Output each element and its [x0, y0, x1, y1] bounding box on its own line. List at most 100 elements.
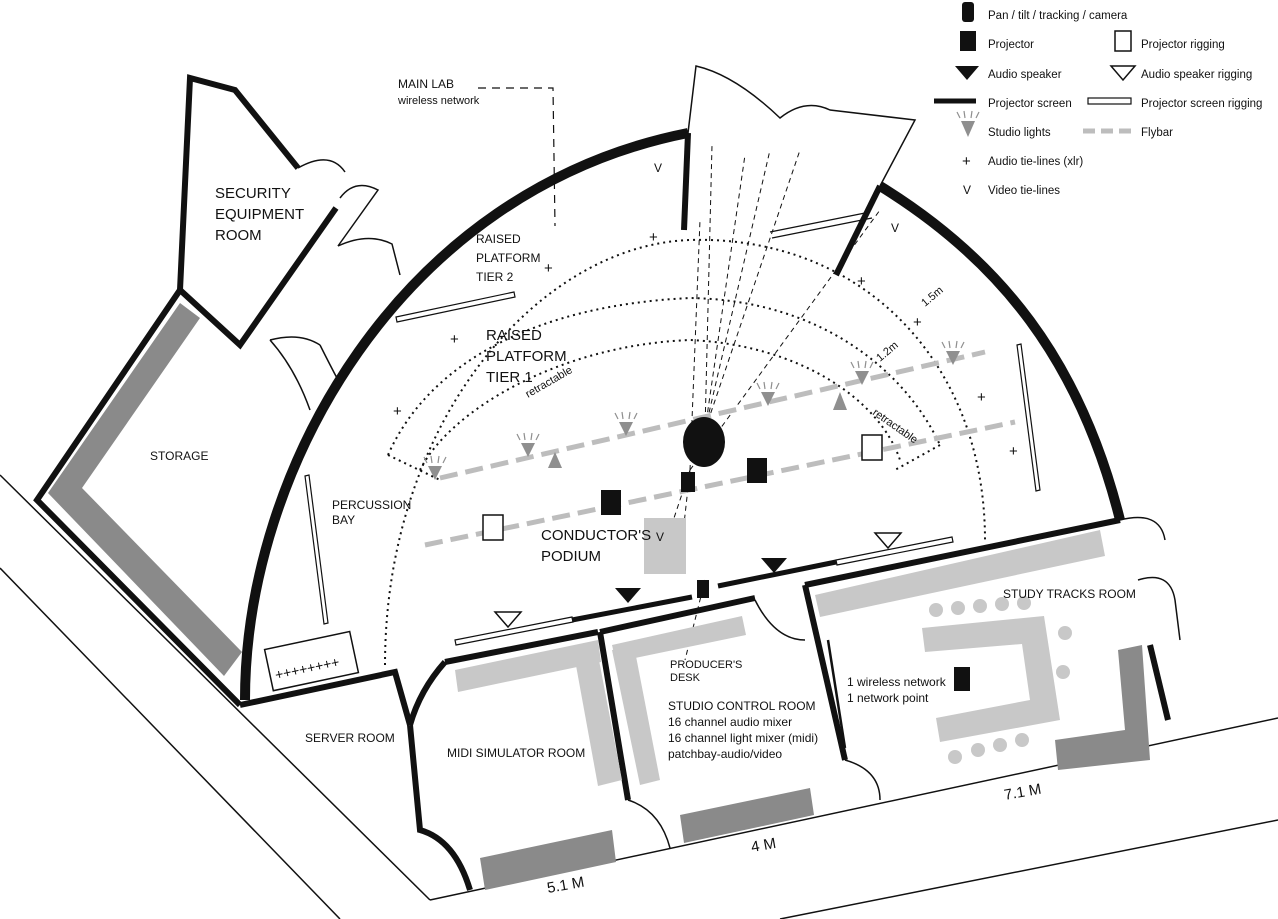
control-room-item-2: 16 channel light mixer (midi) — [668, 731, 818, 745]
audio-tieline-2: + — [544, 260, 553, 277]
projector-booth-small — [697, 580, 709, 598]
studio-light-3 — [614, 411, 638, 436]
legend-flybar-label: Flybar — [1141, 127, 1173, 139]
security-wall — [176, 74, 339, 350]
control-room-item-3: patchbay-audio/video — [668, 747, 782, 761]
study-chairs — [929, 596, 1072, 764]
percussion-label-2: BAY — [332, 513, 355, 527]
control-room-door — [627, 799, 671, 849]
legend-audio-tielines-label: Audio tie-lines (xlr) — [988, 156, 1083, 168]
projector-2 — [681, 472, 695, 492]
storage-outer-wall — [33, 288, 243, 708]
producer-label-2: DESK — [670, 672, 701, 684]
chair — [1017, 596, 1031, 610]
control-desk-side — [612, 646, 660, 785]
study-wall-rail — [826, 639, 847, 749]
projector-4 — [954, 667, 970, 691]
dome-wall-right — [877, 181, 1125, 522]
projector-3 — [747, 458, 767, 483]
tier2-label-1: RAISED — [476, 232, 521, 246]
audio-tieline-8: + — [1009, 443, 1018, 460]
legend-screen-rigging-label: Projector screen rigging — [1141, 98, 1262, 110]
control-bottom-shelf — [680, 788, 814, 843]
audio-tieline-7: + — [977, 389, 986, 406]
audio-tieline-3: + — [450, 331, 459, 348]
projector-rigging-2 — [861, 434, 883, 461]
studio-lights — [423, 340, 965, 480]
patch-panel — [263, 630, 360, 692]
legend-speaker-rigging-label: Audio speaker rigging — [1141, 69, 1252, 81]
distance-15m-label: 1.5m — [919, 284, 945, 309]
studio-light-6 — [941, 340, 965, 365]
legend-v-symbol: V — [963, 183, 971, 197]
legend-screen-rigging-icon — [1087, 97, 1132, 105]
flybars — [424, 349, 1016, 548]
studio-light-1 — [423, 455, 447, 480]
flybar-lower — [424, 419, 1016, 548]
percussion-label-1: PERCUSSION — [332, 498, 411, 512]
tier1-label-2: PLATFORM — [486, 348, 567, 365]
study-room-label: STUDY TRACKS ROOM — [1003, 587, 1136, 601]
chair — [1056, 665, 1070, 679]
server-room-wall — [239, 668, 413, 726]
study-network-1: 1 wireless network — [847, 675, 947, 689]
studio-light-8 — [833, 392, 847, 410]
midi-desk-side — [575, 655, 622, 786]
camera-pan-tilt — [683, 417, 725, 467]
projection-booth — [687, 65, 917, 239]
control-door-right — [754, 599, 806, 641]
midi-desk-top — [455, 640, 601, 692]
chair — [948, 750, 962, 764]
legend-plus-symbol: + — [962, 153, 971, 170]
tier1-label-1: RAISED — [486, 327, 542, 344]
midi-bottom-shelf — [480, 830, 616, 890]
tier1-inner — [387, 444, 941, 481]
distance-12m-label: 1.2m — [874, 339, 900, 364]
control-room-top-wall — [599, 595, 756, 635]
legend-video-tielines-label: Video tie-lines — [988, 185, 1060, 197]
furniture — [455, 530, 1150, 890]
screen-riggings — [304, 291, 1041, 625]
storage-room — [33, 288, 243, 708]
legend-speaker-label: Audio speaker — [988, 69, 1062, 81]
dome-center-post — [681, 132, 691, 231]
security-label-2: EQUIPMENT — [215, 206, 304, 223]
study-room-door — [844, 759, 881, 801]
speaker-rigging-1 — [493, 611, 523, 629]
studio-light-4 — [756, 381, 780, 406]
legend-speaker-icon — [955, 66, 979, 80]
main-lab-sub: wireless network — [397, 95, 480, 107]
legend-camera-icon — [962, 2, 974, 22]
chair — [973, 599, 987, 613]
screen-lower-left — [571, 594, 693, 623]
control-room-label: STUDIO CONTROL ROOM — [668, 699, 816, 713]
screen-rigging-right — [1016, 343, 1041, 492]
audio-tieline-4: + — [393, 403, 402, 420]
security-door-top — [297, 159, 380, 247]
chair — [993, 738, 1007, 752]
dimension-51m: 5.1 M — [546, 874, 586, 897]
speaker-rigging-2 — [873, 532, 903, 550]
chair — [951, 601, 965, 615]
lower-screens — [454, 536, 954, 646]
projector-1 — [601, 490, 621, 515]
dimension-4m: 4 M — [750, 835, 778, 856]
podium-label-1: CONDUCTOR'S — [541, 527, 651, 544]
podium-v-label: V — [656, 530, 664, 544]
legend-projector-icon — [960, 31, 976, 51]
conductors-podium — [644, 518, 686, 574]
tier1-label-3: TIER 1 — [486, 369, 533, 386]
podium-label-2: PODIUM — [541, 548, 601, 565]
legend-projector-label: Projector — [988, 39, 1034, 51]
midi-room-door — [407, 660, 473, 891]
audio-tielines: + + + + + + + + — [393, 229, 1018, 460]
control-study-divider — [802, 584, 848, 761]
study-room-top-wall — [804, 517, 1121, 588]
dome-right-post — [833, 184, 883, 277]
screen-lower-right — [717, 559, 837, 589]
screen-rigging-lower-right — [835, 536, 954, 566]
storage-shelving — [48, 303, 242, 676]
legend-camera-label: Pan / tilt / tracking / camera — [988, 10, 1128, 22]
chair — [995, 597, 1009, 611]
